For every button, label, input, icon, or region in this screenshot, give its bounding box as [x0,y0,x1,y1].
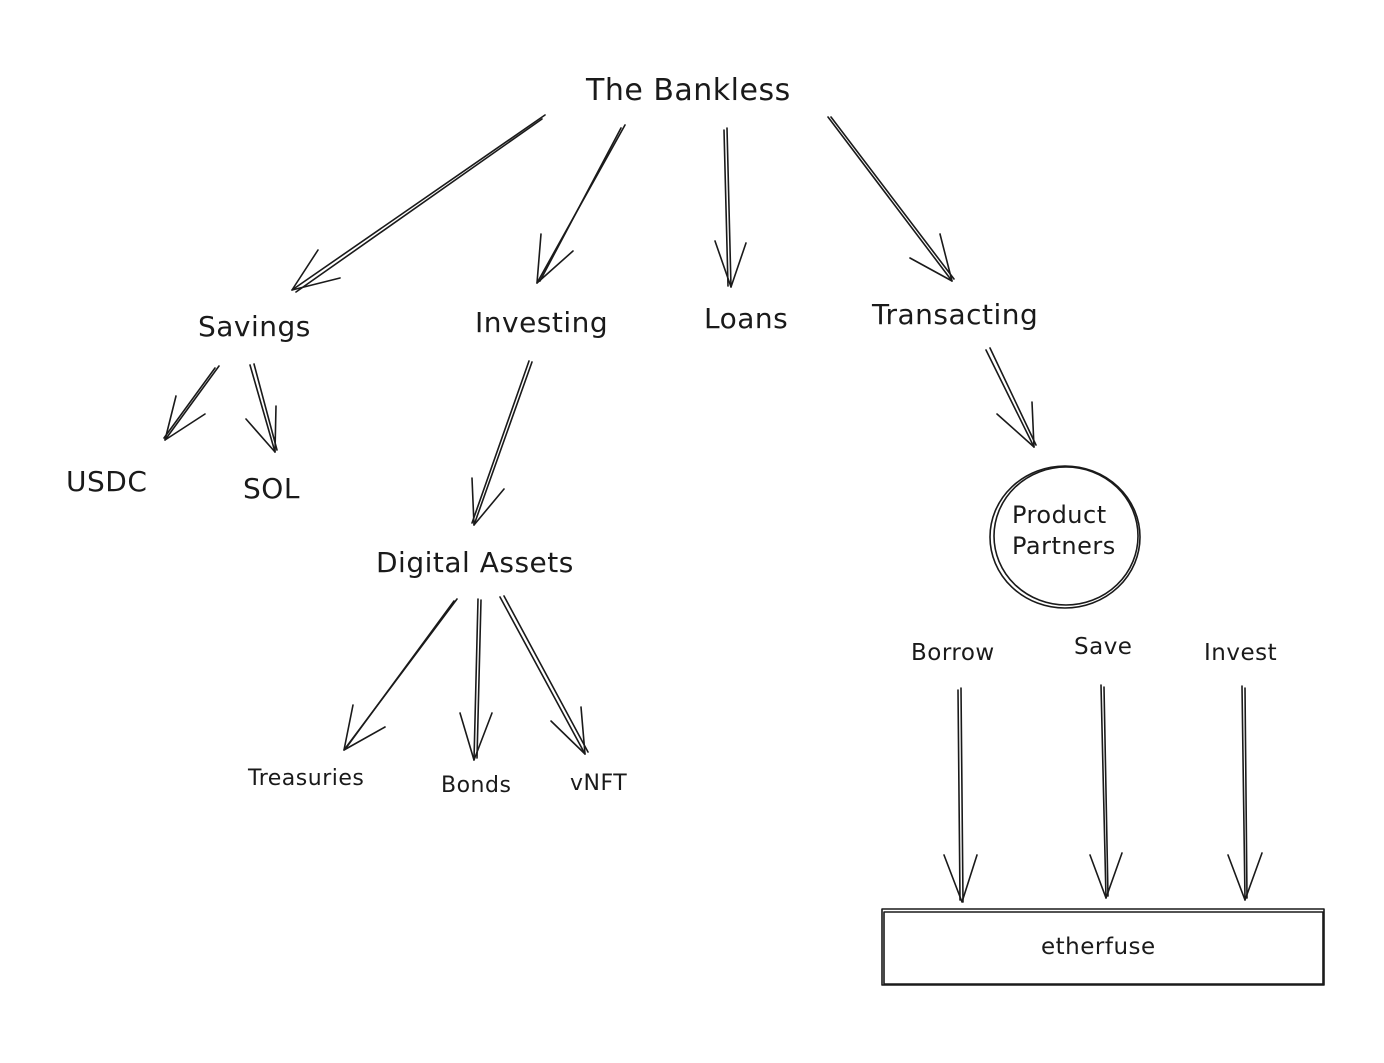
node-product-partners: Product Partners [1012,500,1116,562]
product-partners-line-1: Product [1012,501,1107,529]
edge-digital-assets-bonds [459,598,493,761]
edge-borrow-etherfuse [943,687,978,903]
edge-savings-sol [245,363,278,453]
edge-save-etherfuse [1089,684,1123,899]
product-partners-line-2: Partners [1012,532,1116,561]
edge-root-savings [291,114,546,293]
node-etherfuse: etherfuse [1041,934,1156,960]
edge-root-transacting [827,116,955,282]
edge-root-loans [714,127,747,288]
edge-transacting-product-partners [985,347,1037,448]
node-borrow: Borrow [911,640,995,666]
node-loans: Loans [704,302,789,335]
edge-digital-assets-treasuries [343,598,458,751]
edge-digital-assets-vnft [499,595,589,755]
node-usdc: USDC [66,465,148,498]
edge-root-investing [536,124,626,284]
product-partners-circle [989,465,1141,609]
edge-investing-digital-assets [471,360,533,526]
node-treasuries: Treasuries [248,766,365,791]
edge-invest-etherfuse [1227,685,1263,901]
node-transacting: Transacting [872,298,1039,331]
node-save: Save [1074,634,1133,660]
node-bonds: Bonds [441,773,512,798]
node-the-bankless: The Bankless [586,73,791,108]
node-vnft: vNFT [570,771,628,796]
etherfuse-box [881,908,1325,986]
node-investing: Investing [475,306,609,339]
node-sol: SOL [243,472,300,505]
edge-savings-usdc [163,365,220,441]
node-digital-assets: Digital Assets [376,546,574,579]
node-invest: Invest [1204,640,1278,666]
node-savings: Savings [198,310,311,343]
